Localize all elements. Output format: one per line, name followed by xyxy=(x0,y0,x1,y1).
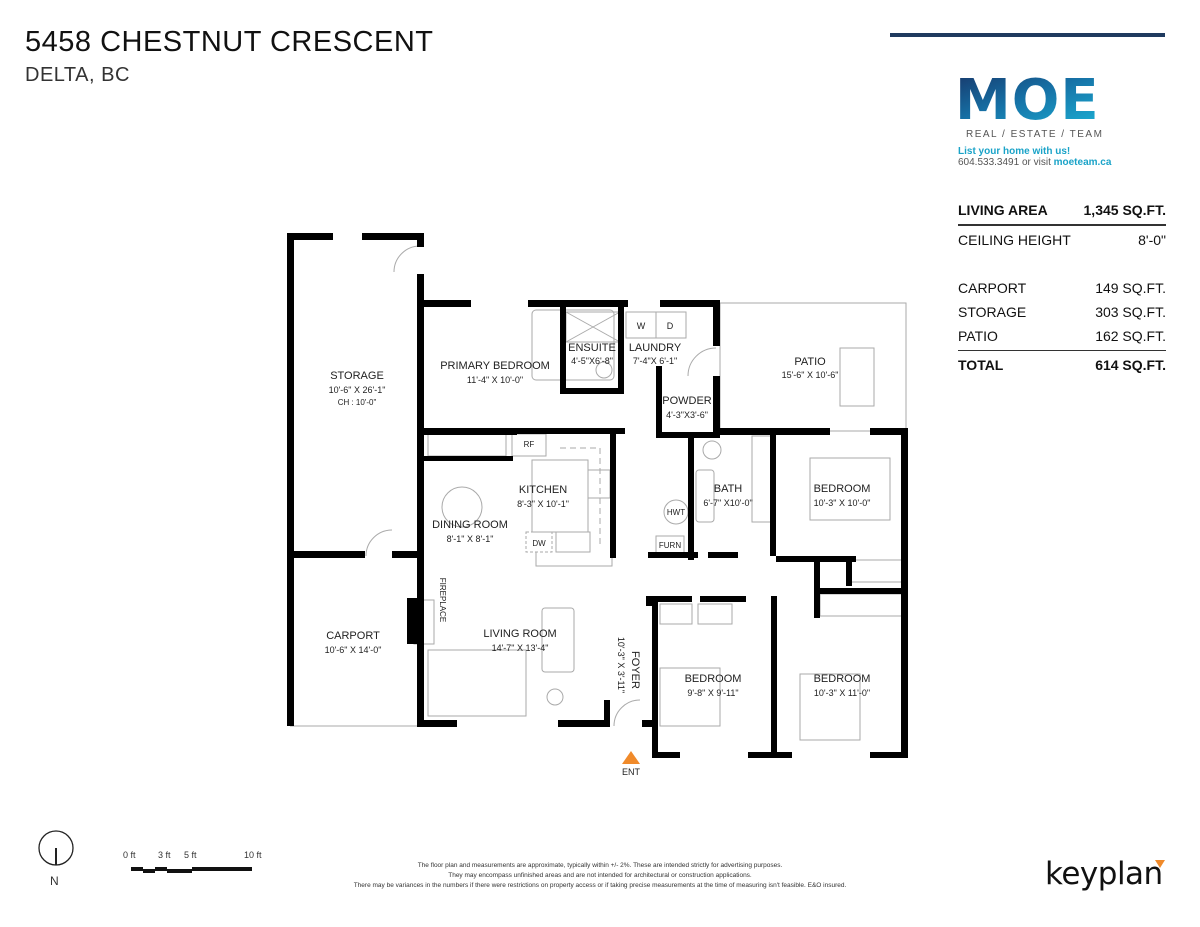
scale-3: 3 ft xyxy=(158,850,171,860)
keyplan-logo: keyplan xyxy=(1045,856,1163,892)
svg-text:CH : 10'-0": CH : 10'-0" xyxy=(338,398,377,407)
room-bath: BATH xyxy=(714,483,743,495)
svg-text:11'-4" X 10'-0": 11'-4" X 10'-0" xyxy=(467,375,523,385)
armchair xyxy=(541,607,575,673)
total-area-row: TOTAL 614 SQ.FT. xyxy=(958,357,1166,373)
scale-0: 0 ft xyxy=(123,850,136,860)
ceiling-height-row: CEILING HEIGHT 8'-0" xyxy=(958,231,1166,248)
sofa xyxy=(427,649,527,717)
scale-bar xyxy=(131,867,252,873)
svg-text:10'-6" X 14'-0": 10'-6" X 14'-0" xyxy=(325,645,382,655)
svg-text:10'-6" X 26'-1": 10'-6" X 26'-1" xyxy=(329,385,386,395)
bed-se xyxy=(799,673,861,741)
header-rule xyxy=(890,33,1165,37)
patio-area-row: PATIO 162 SQ.FT. xyxy=(958,327,1166,344)
room-kitchen: KITCHEN xyxy=(519,484,567,496)
sink xyxy=(555,531,591,553)
dishwasher xyxy=(525,531,553,553)
room-foyer: FOYER xyxy=(629,651,641,689)
room-storage: STORAGE xyxy=(330,370,384,382)
disclaimer: The floor plan and measurements are appr… xyxy=(353,862,847,889)
moe-logo: MOE xyxy=(955,68,1100,133)
furnace-label: FURN xyxy=(659,541,681,550)
svg-text:10'-3" X 11'-0": 10'-3" X 11'-0" xyxy=(814,688,870,698)
svg-text:15'-6" X 10'-6": 15'-6" X 10'-6" xyxy=(782,370,839,380)
brand-website[interactable]: moeteam.ca xyxy=(1053,157,1112,168)
svg-text:9'-8" X 9'-11": 9'-8" X 9'-11" xyxy=(687,688,738,698)
room-bedroom-sw: BEDROOM xyxy=(685,673,742,685)
dishwasher-label: DW xyxy=(532,539,546,548)
storage-area-row: STORAGE 303 SQ.FT. xyxy=(958,303,1166,320)
carport-area-row: CARPORT 149 SQ.FT. xyxy=(958,279,1166,296)
room-powder: POWDER xyxy=(662,395,712,407)
living-area-row: LIVING AREA 1,345 SQ.FT. xyxy=(958,202,1166,218)
svg-text:10'-3" X 10'-0": 10'-3" X 10'-0" xyxy=(814,498,871,508)
room-bedroom-ne: BEDROOM xyxy=(814,483,871,495)
svg-text:4'-3"X3'-6": 4'-3"X3'-6" xyxy=(666,410,708,420)
property-address: 5458 CHESTNUT CRESCENT xyxy=(25,26,434,58)
north-label: N xyxy=(50,874,59,888)
svg-text:7'-4"X 6'-1": 7'-4"X 6'-1" xyxy=(633,356,677,366)
room-carport: CARPORT xyxy=(326,630,380,642)
svg-text:8'-1" X 8'-1": 8'-1" X 8'-1" xyxy=(447,534,494,544)
svg-text:6'-7" X10'-0": 6'-7" X10'-0" xyxy=(703,498,752,508)
keyplan-fox-icon xyxy=(1155,860,1165,868)
toilet xyxy=(702,440,722,460)
closet-primary xyxy=(427,433,507,457)
stove xyxy=(587,469,611,499)
kitchen-island xyxy=(531,459,589,533)
scale-10: 10 ft xyxy=(244,850,262,860)
entry-marker-icon xyxy=(622,751,640,764)
room-dining: DINING ROOM xyxy=(432,519,508,531)
divider xyxy=(958,349,1166,351)
scale-5: 5 ft xyxy=(184,850,197,860)
property-city: DELTA, BC xyxy=(25,64,130,86)
svg-text:4'-5"X6'-8": 4'-5"X6'-8" xyxy=(571,356,613,366)
room-laundry: LAUNDRY xyxy=(629,342,682,354)
room-ensuite: ENSUITE xyxy=(568,342,616,354)
bathtub xyxy=(695,469,715,523)
area-summary: LIVING AREA 1,345 SQ.FT. CEILING HEIGHT … xyxy=(958,198,1166,377)
svg-text:14'-7" X 13'-4": 14'-7" X 13'-4" xyxy=(492,643,549,653)
primary-bed xyxy=(531,309,615,381)
room-living: LIVING ROOM xyxy=(483,628,556,640)
brand-contact: 604.533.3491 or visit moeteam.ca xyxy=(958,157,1111,168)
hwt-label: HWT xyxy=(667,508,685,517)
brand-phone: 604.533.3491 or visit xyxy=(958,157,1051,168)
patio-table xyxy=(839,347,875,407)
bed-ne xyxy=(809,457,891,521)
bed-sw xyxy=(659,667,721,727)
brand-cta: List your home with us! xyxy=(958,146,1071,157)
room-patio: PATIO xyxy=(794,356,826,368)
svg-text:10'-3" X 3'-11": 10'-3" X 3'-11" xyxy=(616,637,626,693)
dryer-label: D xyxy=(667,321,674,331)
divider xyxy=(958,224,1166,226)
room-bedroom-se: BEDROOM xyxy=(814,673,871,685)
svg-text:8'-3" X 10'-1": 8'-3" X 10'-1" xyxy=(517,499,569,509)
fireplace-label: FIREPLACE xyxy=(438,578,447,622)
brand-tagline: REAL / ESTATE / TEAM xyxy=(966,129,1104,140)
dining-table xyxy=(441,486,483,528)
washer-label: W xyxy=(637,321,646,331)
entry-label: ENT xyxy=(622,767,641,777)
fridge-label: RF xyxy=(524,440,535,449)
room-primary-bedroom: PRIMARY BEDROOM xyxy=(440,360,550,372)
